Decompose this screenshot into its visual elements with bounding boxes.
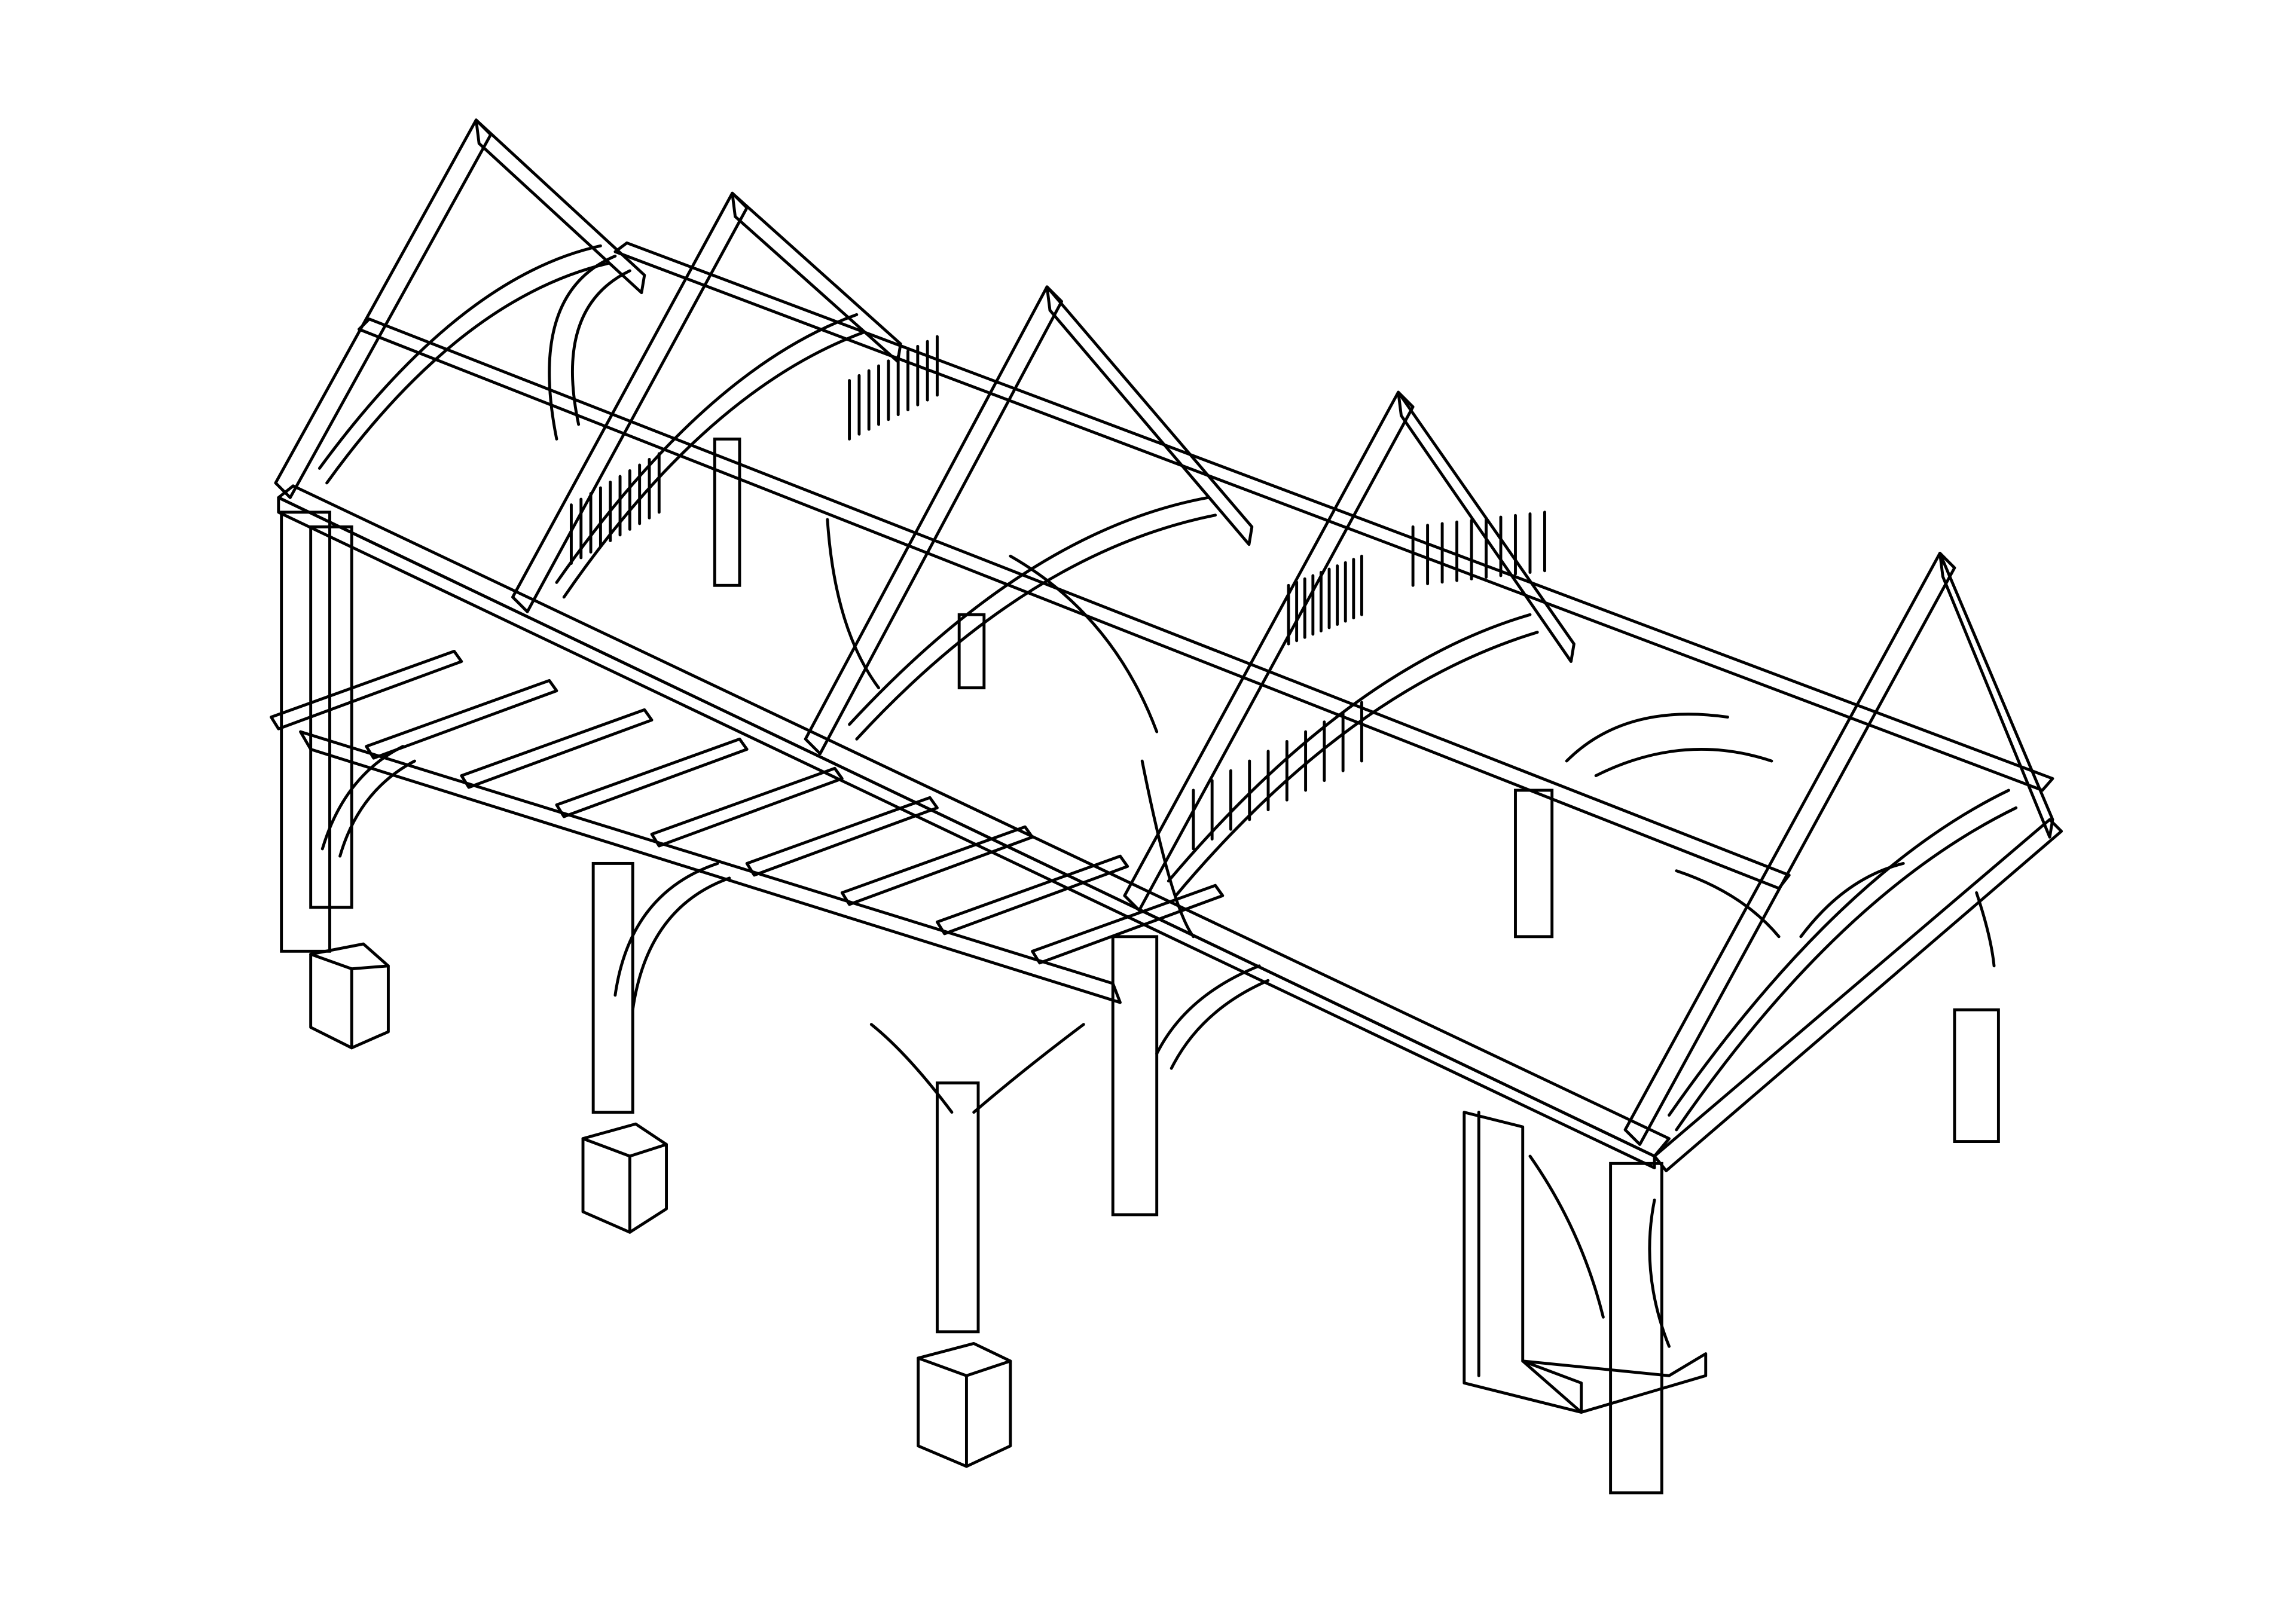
collar-arch bbox=[317, 244, 602, 470]
collar-arch bbox=[562, 331, 866, 599]
joist bbox=[650, 766, 844, 848]
rafter-right bbox=[1938, 551, 2054, 839]
right-end-plate bbox=[1653, 818, 2063, 1172]
timber-member bbox=[631, 876, 731, 1011]
post bbox=[1609, 1162, 1663, 1494]
joist bbox=[936, 854, 1129, 936]
timber-member bbox=[1565, 713, 1729, 763]
timber-member bbox=[1975, 891, 1996, 968]
collar-arch bbox=[1668, 788, 2010, 1117]
timber-member bbox=[1528, 1154, 1605, 1319]
rafter-left bbox=[1123, 390, 1415, 912]
timber-member bbox=[1170, 979, 1270, 1070]
timber-member bbox=[1799, 861, 1905, 939]
joist bbox=[460, 708, 654, 789]
timber-member bbox=[277, 484, 1671, 1158]
rafter-right bbox=[1045, 285, 1254, 546]
joist bbox=[1031, 884, 1225, 965]
joist bbox=[365, 678, 558, 760]
truss bbox=[274, 118, 646, 499]
timber-member bbox=[571, 269, 631, 426]
timber-member bbox=[1463, 1111, 1583, 1414]
back-wall-plate bbox=[613, 241, 2054, 792]
truss bbox=[1623, 551, 2054, 1146]
post bbox=[1953, 1008, 2000, 1144]
truss bbox=[804, 285, 1254, 756]
post bbox=[936, 1081, 980, 1334]
joist bbox=[555, 737, 749, 818]
timber-member bbox=[613, 861, 719, 997]
outrigger-beam bbox=[299, 730, 1122, 1004]
collar-arch bbox=[1675, 806, 2018, 1132]
post bbox=[1111, 935, 1159, 1217]
post bbox=[591, 861, 634, 1114]
timber-member bbox=[1155, 964, 1261, 1056]
collar-arch bbox=[325, 262, 610, 485]
curved-braces bbox=[320, 254, 1996, 1114]
timber-member bbox=[613, 241, 2054, 792]
timber-member bbox=[1653, 818, 2063, 1172]
slatted-panels bbox=[569, 335, 1546, 851]
post bbox=[1514, 788, 1554, 939]
timber-member bbox=[972, 1023, 1085, 1114]
rafter-left bbox=[1623, 551, 1956, 1146]
timber-member bbox=[548, 254, 617, 441]
timber-member bbox=[1521, 1352, 1708, 1414]
timber-member bbox=[309, 942, 390, 1050]
rafter-left bbox=[804, 285, 1064, 756]
timber-member bbox=[277, 496, 1656, 1170]
joist bbox=[745, 796, 939, 877]
collar-arch bbox=[855, 514, 1217, 741]
timber-member bbox=[581, 1137, 668, 1158]
timber-member bbox=[1594, 748, 1773, 777]
outrigger-joists bbox=[270, 649, 1225, 1004]
timber-member bbox=[320, 745, 405, 851]
collar-arch bbox=[848, 496, 1210, 726]
collar-arch bbox=[1167, 613, 1532, 883]
timber-member bbox=[869, 1023, 954, 1114]
roof-trusses bbox=[274, 118, 2054, 1146]
posts bbox=[280, 437, 2000, 1494]
timber-member bbox=[917, 1356, 1012, 1377]
timber-member bbox=[1009, 554, 1159, 733]
post bbox=[280, 511, 331, 953]
rafter-left bbox=[274, 118, 493, 499]
timber-member bbox=[338, 759, 416, 858]
post bbox=[957, 613, 986, 690]
timber-member bbox=[1675, 869, 1781, 939]
collar-arch bbox=[1174, 631, 1539, 897]
post bbox=[713, 437, 741, 587]
timber-member bbox=[1140, 759, 1195, 939]
joist bbox=[270, 649, 463, 730]
end-wall-frame bbox=[1463, 1111, 1708, 1414]
timber-member bbox=[581, 1122, 668, 1234]
timber-member bbox=[1648, 1199, 1671, 1348]
joist bbox=[840, 825, 1034, 906]
rafter-right bbox=[474, 118, 646, 295]
stone-plinths bbox=[309, 942, 1012, 1468]
timber-member bbox=[826, 518, 880, 690]
timber-member bbox=[917, 1341, 1012, 1468]
timber-frame bbox=[270, 118, 2063, 1494]
front-wall-plate bbox=[277, 484, 1671, 1170]
